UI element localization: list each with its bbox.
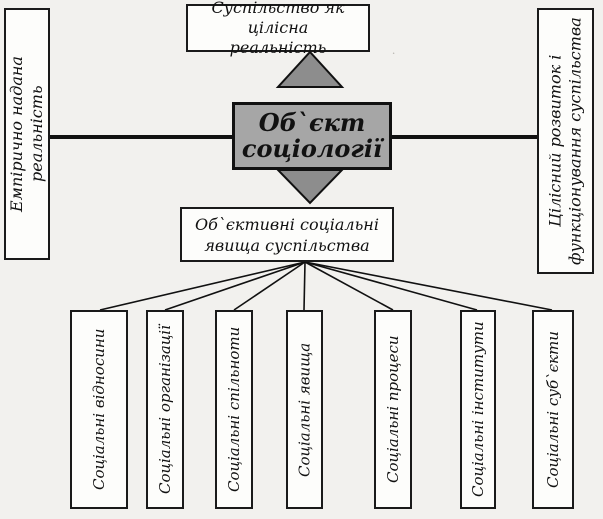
leaf-social-communities: Соціальні спільноти: [215, 310, 253, 509]
leaf-label: Соціальні організації: [156, 325, 174, 494]
left-box-empirical-reality: Емпірично надана реальність: [4, 8, 50, 260]
center-box-line2: соціології: [241, 134, 383, 163]
background-text: .: [392, 42, 396, 57]
leaf-social-processes: Соціальні процеси: [374, 310, 412, 509]
leaf-label: Соціальні відносини: [90, 328, 108, 491]
leaf-label: Соціальні суб`єкти: [544, 331, 562, 488]
top-box-line2: реальність: [229, 38, 327, 57]
left-box-line2: реальність: [27, 85, 46, 183]
leaf-social-organizations: Соціальні організації: [146, 310, 184, 509]
right-box-line2: функціонування суспільства: [565, 17, 585, 265]
left-box-line1: Емпірично надана: [7, 56, 26, 212]
leaf-label: Соціальні явища: [295, 342, 314, 477]
middle-box-line2: явища суспільства: [204, 235, 370, 255]
leaf-social-subjects: Соціальні суб`єкти: [532, 310, 574, 509]
center-box-object-of-sociology: Об`єкт соціології: [232, 102, 392, 170]
fan-lines: [99, 261, 553, 311]
leaf-label: Соціальні процеси: [384, 335, 402, 484]
center-box-line1: Об`єкт: [258, 108, 366, 137]
leaf-label: Соціальні інститути: [469, 321, 487, 498]
top-box-line1: Суспільство як цілісна: [211, 0, 345, 37]
middle-box-line1: Об`єктивні соціальні: [195, 214, 379, 234]
arrow-down: [275, 169, 345, 205]
leaf-social-institutes: Соціальні інститути: [460, 310, 496, 509]
leaf-social-relations: Соціальні відносини: [70, 310, 128, 509]
middle-box-objective-social-phenomena: Об`єктивні соціальні явища суспільства: [180, 207, 394, 262]
top-box-society-as-whole: Суспільство як цілісна реальність: [186, 0, 370, 57]
leaf-social-phenomena: Соціальні явища: [286, 310, 323, 509]
arrow-up: [275, 50, 345, 88]
leaf-label: Соціальні спільноти: [225, 326, 243, 493]
right-box-holistic-development: Цілісний розвиток і функціонування суспі…: [537, 8, 594, 274]
right-box-line1: Цілісний розвиток і: [545, 54, 565, 228]
